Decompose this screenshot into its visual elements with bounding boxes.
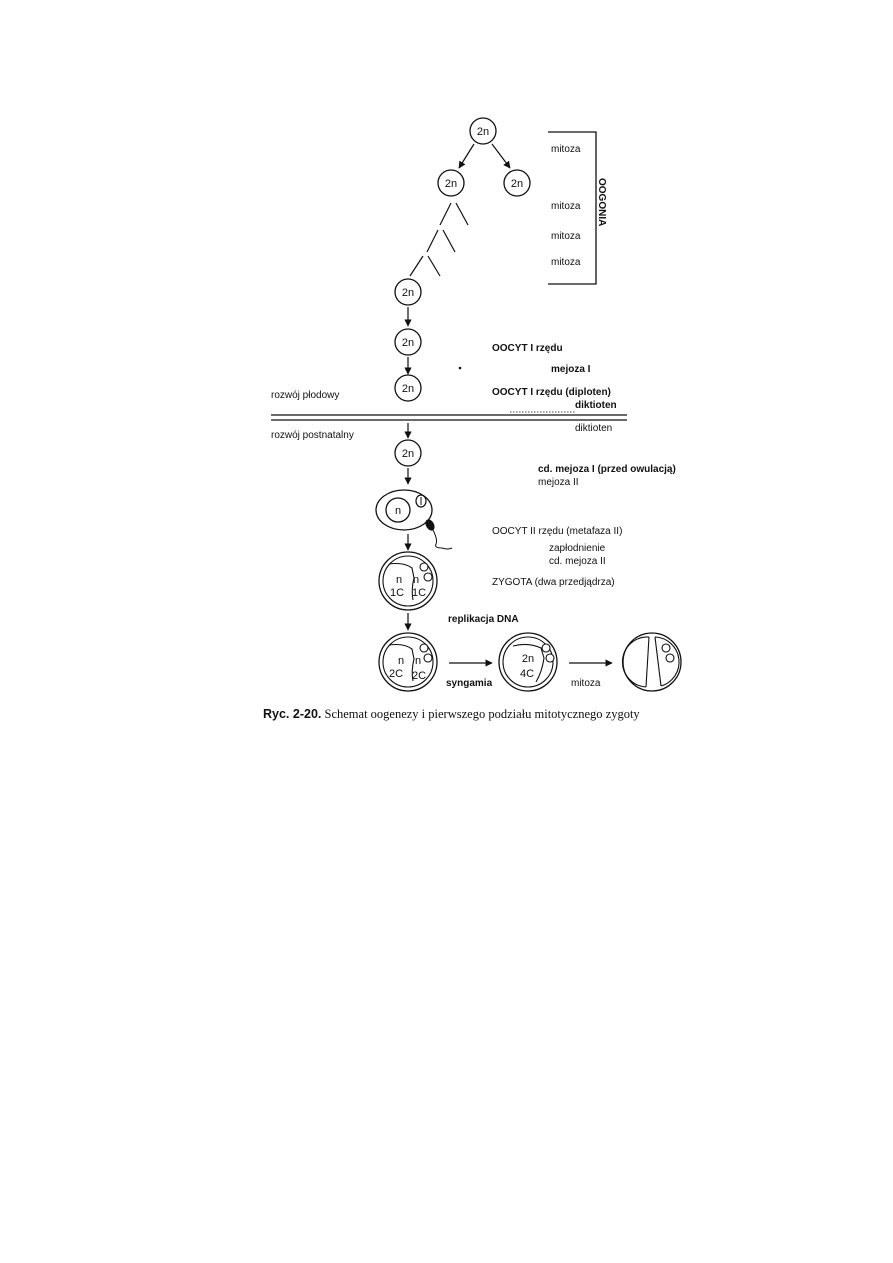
label-mitoza-2: mitoza [551,201,581,212]
figure-number: Ryc. 2-20. [263,707,322,721]
cell-oocyte1 [394,328,422,356]
cell-oocyte1-diplotene [394,374,422,402]
cell-oogonium-bottom-label: 2n [402,287,414,299]
zygote-right-c: 1C [412,587,426,599]
cell-replicated-inner [382,636,434,688]
cell-oogonium-left-label: 2n [445,178,457,190]
branch-line [455,202,469,226]
cell-oocyte2-label: n [395,505,401,517]
arrow-top-left [458,143,475,169]
polar-body-icon [419,562,429,572]
cell-oocyte1-postnatal-label: 2n [402,448,414,460]
label-rozwoj-plodowy: rozwój płodowy [271,390,339,401]
label-oocyt1-diploten: OOCYT I rzędu (diploten) [492,387,611,398]
sperm-head-icon [425,519,435,531]
label-diktioten-1: diktioten [575,400,617,411]
branch-line [427,255,441,277]
label-mitoza-4: mitoza [551,257,581,268]
figure-caption: Ryc. 2-20. Schemat oogenezy i pierwszego… [263,707,863,722]
polar-body-icon [541,643,551,653]
label-zygota: ZYGOTA (dwa przedjądrza) [492,577,615,588]
cell-zygote-inner [382,555,434,607]
speck-dot [458,366,462,370]
cell-oogonium-top-label: 2n [477,126,489,138]
cell-dividing-left-half [621,636,650,688]
zygote-pronucleus-divider [388,562,415,601]
label-mitoza-1: mitoza [551,144,581,155]
cell-oogonium-bottom [394,278,422,306]
replicated-right-n: n [415,655,421,667]
cleavage-line [645,636,650,688]
label-oocyt2: OOCYT II rzędu (metafaza II) [492,526,622,537]
zygote-left-c: 1C [390,587,404,599]
zygote-right-n: n [413,574,419,586]
label-mejoza1: mejoza I [551,364,591,375]
polar-body-icon [661,643,671,653]
label-zaplodnienie: zapłodnienie [549,543,606,554]
cleavage-line [654,636,662,687]
cell-oogonium-right [503,169,531,197]
polar-body-icon [423,572,433,582]
branch-line [426,229,439,253]
cell-oocyte2-nucleus [385,497,411,523]
arrow-top-right [491,143,511,169]
sperm-tail-icon [432,529,453,550]
polar-body-icon [423,653,433,663]
replicated-left-n: n [398,655,404,667]
cell-oocyte1-label: 2n [402,337,414,349]
label-oocyt1: OOCYT I rzędu [492,343,563,354]
syngamy-n: 2n [522,653,534,665]
cell-dividing-right-half [654,636,680,687]
syngamy-nucleus-outline [512,643,545,683]
oogonia-label: OOGONIA [596,178,607,226]
label-mejoza2: mejoza II [538,477,579,488]
branch-line [442,229,456,253]
syngamy-c: 4C [520,668,534,680]
replicated-right-c: 2C [412,670,426,682]
cell-oogonium-top [469,117,497,145]
cell-oocyte1-diplotene-label: 2n [402,383,414,395]
label-syngamia: syngamia [446,678,493,689]
label-cd-mejoza2: cd. mejoza II [549,556,606,567]
branch-line [409,255,424,277]
oogonia-bracket [548,131,597,285]
label-mitoza-3: mitoza [551,231,581,242]
label-rozwoj-postnatalny: rozwój postnatalny [271,430,354,441]
polar-body-icon [419,643,429,653]
label-mitoza-final: mitoza [571,678,601,689]
label-replikacja: replikacja DNA [448,614,519,625]
figure-caption-text: Schemat oogenezy i pierwszego podziału m… [324,707,640,721]
branch-line [439,202,452,226]
replicated-pronucleus-divider [388,643,415,682]
label-cd-mejoza1: cd. mejoza I (przed owulacją) [538,464,676,475]
cell-oogonium-left [437,169,465,197]
cell-syngamy-inner [502,636,554,688]
label-diktioten-2: diktioten [575,423,612,434]
polar-body-icon [545,653,555,663]
cell-oogonium-right-label: 2n [511,178,523,190]
polar-body-icon [665,653,675,663]
replicated-left-c: 2C [389,668,403,680]
zygote-left-n: n [396,574,402,586]
cell-dividing-outer [622,632,682,692]
cell-oocyte1-postnatal [394,439,422,467]
